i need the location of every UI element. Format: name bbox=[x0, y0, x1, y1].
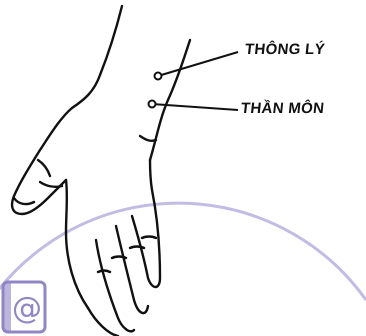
acupoint-thong-ly bbox=[155, 73, 162, 80]
crease-4 bbox=[142, 237, 156, 239]
thumb bbox=[12, 108, 72, 214]
watermark-arc bbox=[0, 203, 366, 336]
wrist-crease bbox=[140, 136, 156, 141]
palm-left bbox=[66, 180, 88, 308]
finger-middle bbox=[96, 240, 134, 331]
watermark-badge: @ bbox=[3, 282, 45, 332]
label-than-mon: THẦN MÔN bbox=[240, 100, 325, 117]
thumb-nail bbox=[14, 198, 34, 204]
at-sign-glyph: @ bbox=[12, 291, 42, 326]
forearm-left-edge bbox=[72, 6, 122, 108]
leader-line-thong-ly bbox=[158, 52, 238, 76]
crease-3 bbox=[130, 247, 144, 249]
acupoint-markers bbox=[149, 52, 239, 110]
forearm-right-edge bbox=[150, 40, 190, 160]
finger-little bbox=[132, 160, 160, 287]
hand-drawing bbox=[12, 6, 190, 336]
address-book-spine bbox=[3, 282, 11, 332]
label-thong-ly: THÔNG LÝ bbox=[244, 41, 326, 58]
thumb-crease bbox=[38, 160, 50, 176]
finger-ring bbox=[116, 226, 148, 313]
thumb-inner-line bbox=[40, 182, 62, 187]
crease-2 bbox=[112, 257, 126, 259]
watermark bbox=[0, 203, 366, 336]
acupoint-than-mon bbox=[149, 101, 156, 108]
finger-index bbox=[88, 308, 118, 336]
